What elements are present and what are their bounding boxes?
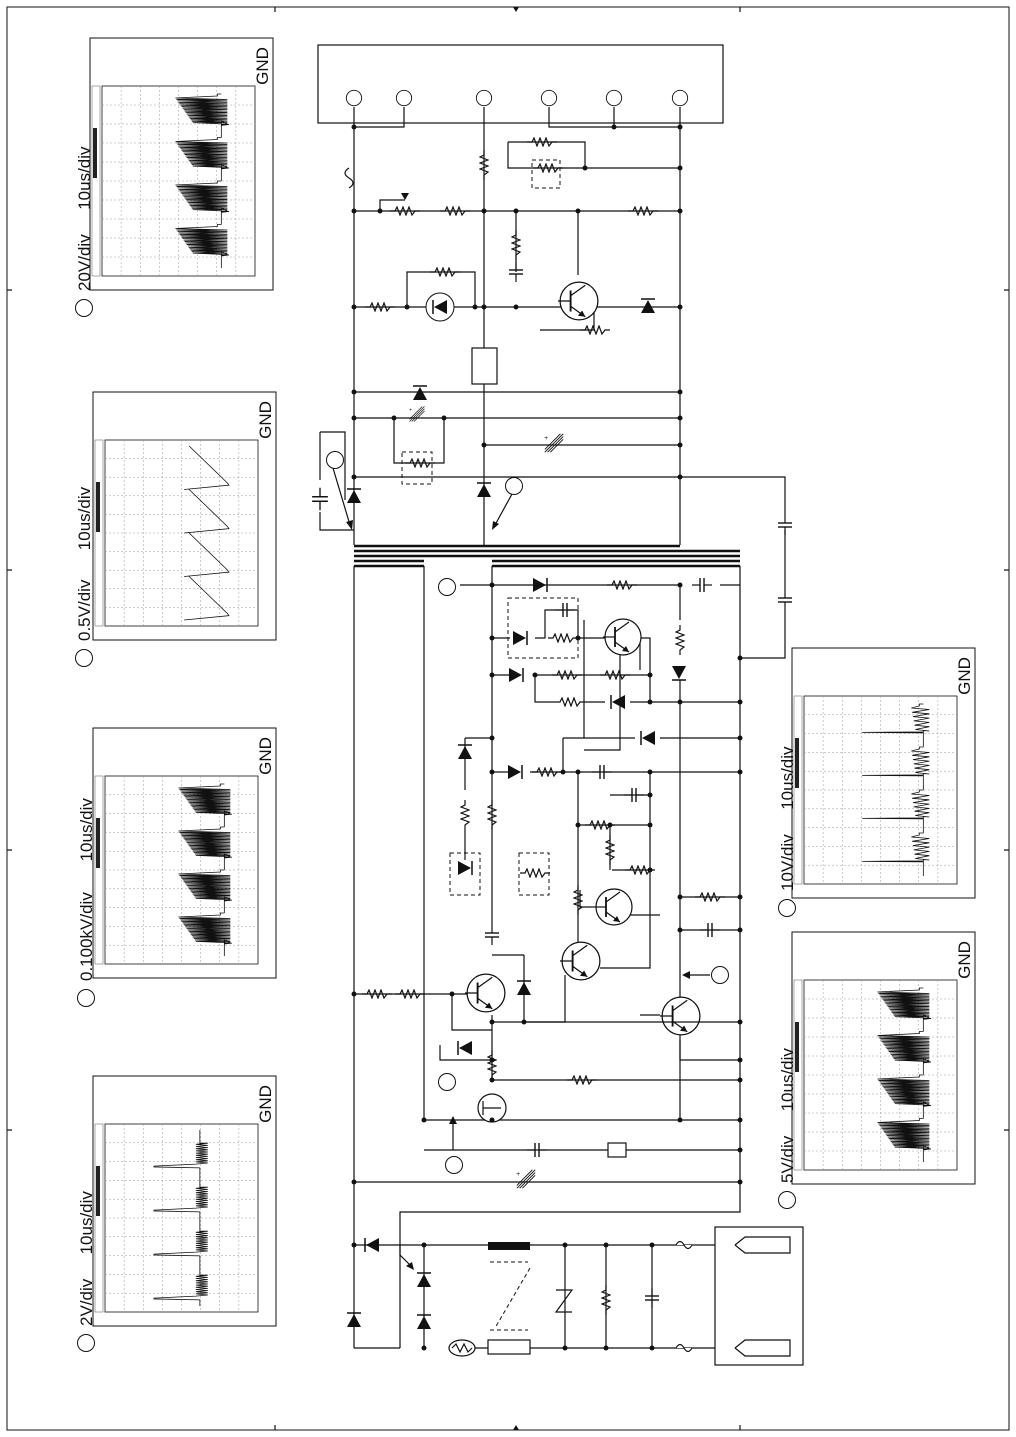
volts-per-div-label: 5V/div xyxy=(778,1135,797,1183)
input-section xyxy=(346,1179,804,1366)
probe-point-marker xyxy=(778,1191,796,1209)
scope-panel-s4: GND 2V/div 10us/div xyxy=(77,1075,277,1352)
probe-point-marker xyxy=(778,899,796,917)
lower-junctions xyxy=(351,582,743,1153)
oscilloscope-panels: GND20V/div10us/divGND0.5V/div10us/divGND… xyxy=(75,37,976,1352)
gnd-label: GND xyxy=(256,1085,275,1123)
gnd-label: GND xyxy=(955,657,974,695)
transformer-core xyxy=(354,544,740,568)
volts-per-div-label: 2V/div xyxy=(77,1278,96,1326)
time-per-div-label: 10us/div xyxy=(778,746,797,810)
probe-point-marker xyxy=(77,1334,95,1352)
gnd-label: GND xyxy=(955,941,974,979)
gnd-label: GND xyxy=(256,401,275,439)
lower-wiring xyxy=(353,566,741,1349)
probe-point-marker xyxy=(75,649,93,667)
scope-panel-s2: GND 0.5V/div 10us/div xyxy=(75,391,277,667)
probe-point-marker xyxy=(77,989,95,1007)
scope-panel-s3: GND 0.100kV/div 10us/div xyxy=(77,727,277,1007)
gnd-label: GND xyxy=(253,47,272,85)
scope-panel-s6: GND 5V/div 10us/div xyxy=(778,931,976,1209)
output-connector xyxy=(317,44,724,124)
upper-junctions xyxy=(351,124,743,661)
volts-per-div-label: 20V/div xyxy=(75,234,94,291)
scope-panel-s5: GND 10V/div 10us/div xyxy=(778,647,976,917)
probe-point-marker xyxy=(75,299,93,317)
time-per-div-label: 10us/div xyxy=(77,798,96,862)
gnd-label: GND xyxy=(256,737,275,775)
volts-per-div-label: 0.5V/div xyxy=(75,579,94,641)
circuit-schematic xyxy=(311,44,804,1366)
time-per-div-label: 10us/div xyxy=(778,1048,797,1112)
time-per-div-label: 10us/div xyxy=(75,146,94,210)
lower-components xyxy=(362,577,729,1189)
drawing-frame xyxy=(6,6,1010,1431)
volts-per-div-label: 10V/div xyxy=(778,834,797,891)
volts-per-div-label: 0.100kV/div xyxy=(77,892,96,981)
time-per-div-label: 10us/div xyxy=(77,1191,96,1255)
scope-panel-s1: GND 20V/div 10us/div xyxy=(75,37,274,317)
upper-components xyxy=(311,137,793,610)
upper-wiring xyxy=(319,107,786,659)
time-per-div-label: 10us/div xyxy=(75,486,94,550)
